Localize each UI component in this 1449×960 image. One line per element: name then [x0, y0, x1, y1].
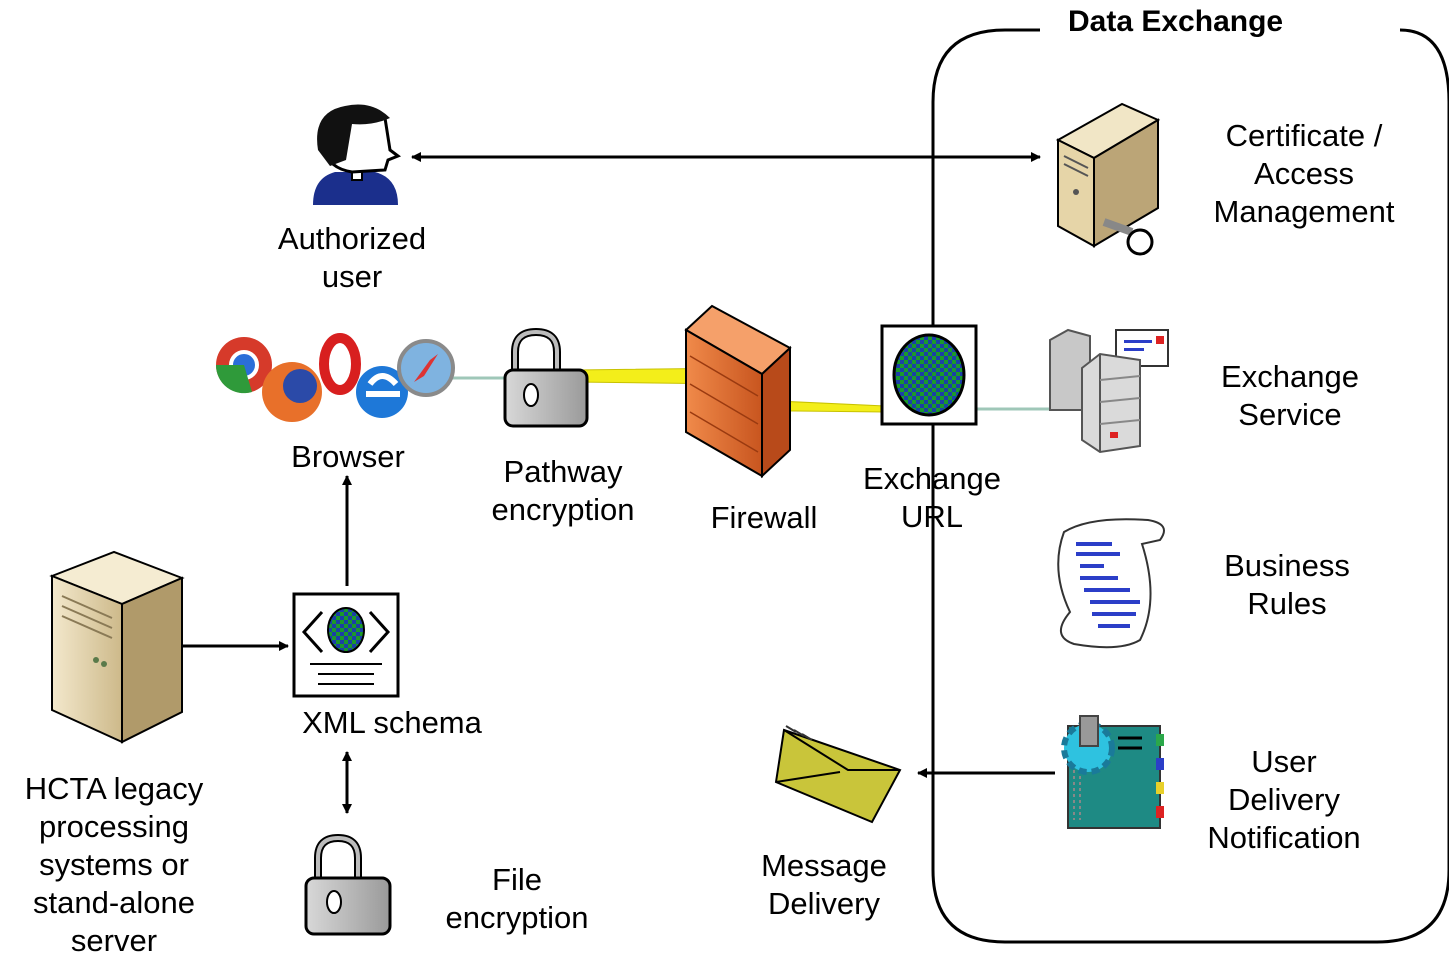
- authorized-user-line-2: user: [321, 259, 383, 294]
- authorized-user-label: Authorized user: [278, 220, 426, 296]
- padlock-icon: [503, 327, 589, 428]
- pathway-line-1: Pathway: [503, 454, 623, 489]
- pathway-encryption-label: Pathway encryption: [491, 453, 634, 529]
- exchange-url-line-2: URL: [900, 499, 964, 534]
- data-exchange-frame: [931, 28, 1449, 944]
- business-rules-label: Business Rules: [1224, 547, 1350, 623]
- business-rules-line-1: Business: [1224, 548, 1350, 583]
- hcta-line-5: server: [70, 923, 158, 958]
- user-delivery-line-2: Delivery: [1228, 782, 1340, 817]
- message-delivery-line-2: Delivery: [768, 886, 880, 921]
- firewall-line-1: Firewall: [710, 500, 818, 535]
- authorized-user-line-1: Authorized: [277, 221, 427, 256]
- xml-schema-label: XML schema: [302, 704, 482, 742]
- server-tower-icon: [49, 550, 185, 744]
- xml-document-icon: [292, 592, 400, 698]
- servers-envelope-icon: [1049, 328, 1169, 454]
- server-key-icon: [1055, 102, 1161, 256]
- message-delivery-line-1: Message: [761, 848, 887, 883]
- user-delivery-line-1: User: [1251, 744, 1317, 779]
- business-rules-line-2: Rules: [1247, 586, 1327, 621]
- pathway-line-2: encryption: [491, 492, 635, 527]
- person-icon: [313, 104, 402, 205]
- certificate-line-1: Certificate /: [1225, 118, 1383, 153]
- exchange-service-line-2: Service: [1238, 397, 1342, 432]
- file-encryption-line-1: File: [492, 862, 542, 897]
- envelope-icon: [774, 725, 902, 824]
- message-delivery-label: Message Delivery: [761, 847, 887, 923]
- file-encryption-line-2: encryption: [445, 900, 589, 935]
- globe-icon: [880, 324, 978, 426]
- browser-label: Browser: [291, 438, 405, 476]
- hcta-line-2: processing: [39, 809, 189, 844]
- padlock-icon: [304, 833, 392, 936]
- browser-logos-icon: [215, 333, 455, 422]
- xml-schema-line-1: XML schema: [302, 705, 482, 740]
- firewall-label: Firewall: [711, 499, 818, 537]
- certificate-line-3: Management: [1213, 194, 1395, 229]
- browser-line-1: Browser: [291, 439, 405, 474]
- hcta-line-4: stand-alone: [32, 885, 196, 920]
- exchange-service-line-1: Exchange: [1221, 359, 1359, 394]
- exchange-service-label: Exchange Service: [1221, 358, 1359, 434]
- certificate-line-2: Access: [1254, 156, 1354, 191]
- data-exchange-title: Data Exchange: [1054, 5, 1298, 39]
- notebook-gear-icon: [1061, 715, 1164, 829]
- hcta-line-3: systems or: [39, 847, 189, 882]
- user-delivery-notification-label: User Delivery Notification: [1207, 743, 1360, 857]
- firewall-icon: [684, 304, 792, 479]
- hcta-line-1: HCTA legacy: [24, 771, 204, 806]
- exchange-url-line-1: Exchange: [863, 461, 1001, 496]
- scroll-icon: [1057, 518, 1165, 649]
- hcta-legacy-label: HCTA legacy processing systems or stand-…: [25, 770, 204, 960]
- user-delivery-line-3: Notification: [1207, 820, 1361, 855]
- certificate-access-label: Certificate / Access Management: [1214, 117, 1395, 231]
- file-encryption-label: File encryption: [445, 861, 588, 937]
- exchange-url-label: Exchange URL: [863, 460, 1001, 536]
